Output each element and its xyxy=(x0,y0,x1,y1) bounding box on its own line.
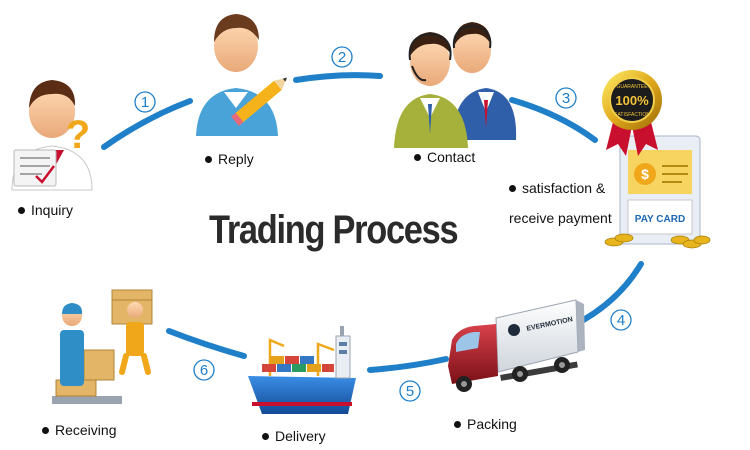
stage-packing-text: Packing xyxy=(467,416,517,432)
stage-label-receiving: Receiving xyxy=(42,422,116,438)
step-number-circles: 1 2 3 4 5 6 xyxy=(134,46,632,402)
stage-payment-line1-text: satisfaction & xyxy=(522,180,606,196)
stage-label-payment-line2: receive payment xyxy=(509,210,612,226)
reply-illustration xyxy=(196,14,288,136)
connector-4 xyxy=(573,261,644,327)
connector-2 xyxy=(293,72,383,83)
connector-5 xyxy=(367,356,449,373)
delivery-illustration xyxy=(248,326,356,414)
inquiry-illustration: ? xyxy=(11,80,93,191)
step-1-badge: 1 xyxy=(134,91,156,113)
connector-1 xyxy=(101,98,193,150)
step-5-badge: 5 xyxy=(399,380,421,402)
step-3-number: 3 xyxy=(562,90,570,107)
step-2-badge: 2 xyxy=(331,46,353,68)
svg-text:$: $ xyxy=(641,166,649,182)
pay-card-label: PAY CARD xyxy=(635,214,685,225)
bullet-icon xyxy=(414,153,421,161)
stage-label-reply: Reply xyxy=(205,151,254,167)
bullet-icon xyxy=(18,206,25,214)
step-4-badge: 4 xyxy=(610,309,632,331)
svg-text:?: ? xyxy=(66,113,90,157)
step-6-badge: 6 xyxy=(193,359,215,381)
stage-receiving-text: Receiving xyxy=(55,422,117,438)
bullet-icon xyxy=(262,432,269,440)
stage-label-delivery: Delivery xyxy=(262,428,326,444)
payment-illustration: PAY CARD $ 100% GUARANTEE SATISFACTION xyxy=(602,70,711,249)
stage-label-packing: Packing xyxy=(454,416,517,432)
step-4-number: 4 xyxy=(617,312,625,329)
packing-illustration: EVERMOTION xyxy=(448,299,585,392)
stage-label-payment-line1: satisfaction & xyxy=(509,180,605,196)
step-3-badge: 3 xyxy=(555,87,577,109)
bullet-icon xyxy=(454,420,461,428)
bullet-icon xyxy=(509,184,516,192)
step-1-number: 1 xyxy=(141,94,149,111)
stage-inquiry-text: Inquiry xyxy=(31,202,74,218)
contact-illustration xyxy=(394,22,517,148)
badge-bottom-text: SATISFACTION xyxy=(614,112,650,118)
step-6-number: 6 xyxy=(200,362,208,379)
connector-3 xyxy=(509,97,598,143)
stage-label-inquiry: Inquiry xyxy=(18,202,73,218)
bullet-icon xyxy=(42,426,49,434)
stage-contact-text: Contact xyxy=(427,149,476,165)
receiving-illustration xyxy=(52,289,153,404)
connector-arcs xyxy=(101,72,644,373)
badge-center-text: 100% xyxy=(615,93,649,108)
stage-reply-text: Reply xyxy=(218,151,254,167)
step-2-number: 2 xyxy=(338,49,346,66)
step-5-number: 5 xyxy=(406,383,414,400)
stage-label-contact: Contact xyxy=(414,149,475,165)
badge-top-text: GUARANTEE xyxy=(616,84,648,90)
diagram-title: Trading Process xyxy=(209,208,459,252)
connector-6 xyxy=(166,328,247,359)
bullet-icon xyxy=(205,155,212,163)
stage-delivery-text: Delivery xyxy=(275,428,326,444)
stage-payment-line2-text: receive payment xyxy=(509,210,612,226)
